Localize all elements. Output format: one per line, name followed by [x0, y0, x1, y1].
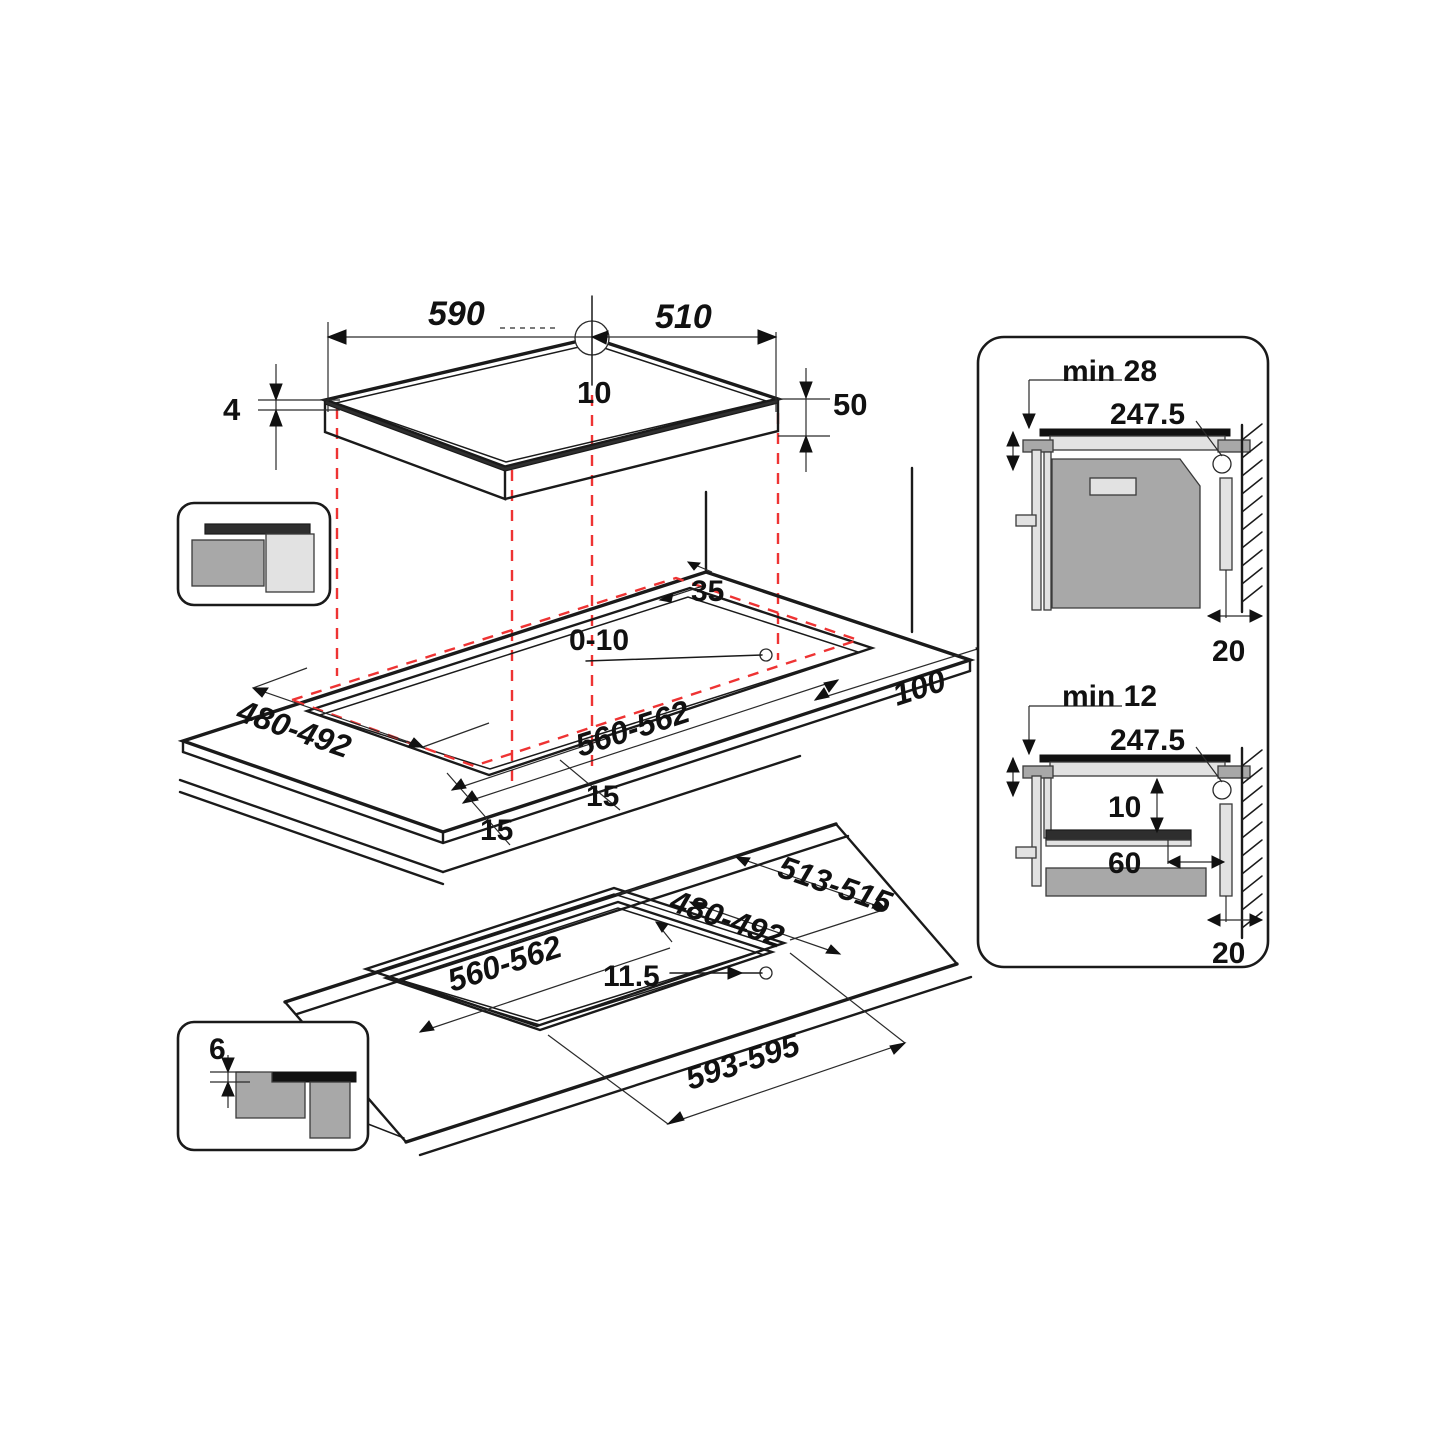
- flush-worktop-front-b: [418, 975, 973, 1157]
- flush-worktop-edge-b: [295, 834, 850, 1016]
- section-min-28: [1006, 379, 1264, 623]
- label-11-5: 11.5: [603, 960, 660, 993]
- dimension-593-595: [547, 952, 907, 1125]
- label-50: 50: [833, 387, 867, 422]
- label-15-a: 15: [586, 780, 619, 813]
- label-560-562-a: 560-562: [571, 693, 694, 764]
- dimension-50: [778, 368, 830, 472]
- min28-cabinet-left-wall: [1031, 449, 1042, 611]
- label-min-12: min 12: [1062, 680, 1157, 713]
- min28-bracket-right: [1217, 439, 1251, 453]
- min28-oven-body: [1051, 458, 1201, 609]
- min12-left-knob: [1015, 846, 1037, 859]
- label-513-515: 513-515: [774, 849, 898, 922]
- dimension-560-562: [461, 679, 840, 804]
- dimension-15-pair: [446, 737, 621, 846]
- leader-0-10: [585, 654, 763, 662]
- hob-body-front-right: [503, 397, 780, 501]
- inset-top-left-worktop: [191, 539, 265, 587]
- label-15-b: 15: [480, 814, 513, 847]
- flush-outer-cutout-b: [371, 893, 779, 1022]
- min12-dimension-60: [1166, 840, 1226, 869]
- min28-wall-hatch: [1241, 423, 1263, 603]
- worktop-apron-line-c: [441, 754, 802, 874]
- min12-shelf: [1045, 829, 1192, 841]
- min28-rear-strip: [1219, 477, 1233, 571]
- flush-worktop-side-right: [834, 822, 959, 966]
- inset-bottom-left-worktop: [235, 1071, 306, 1119]
- label-510: 510: [655, 298, 712, 336]
- inset-standard-mount-detail: [176, 501, 332, 607]
- inset-top-left-hob-glass: [204, 523, 311, 535]
- min28-oven-panel: [1089, 477, 1137, 496]
- label-247-5-b: 247.5: [1110, 724, 1185, 757]
- label-590: 590: [428, 295, 485, 333]
- min12-cabinet-left-wall: [1031, 775, 1042, 887]
- min28-reference-point: [1212, 454, 1232, 474]
- worktop-apron-line-a: [178, 778, 445, 874]
- label-480-492-a: 480-492: [232, 692, 356, 765]
- min28-left-knob: [1015, 514, 1037, 527]
- flushmount-isometric-view: [283, 822, 973, 1157]
- section-min-12: [1006, 705, 1264, 940]
- worktop-isometric-view: [177, 466, 992, 886]
- min12-thickness-arrows: [1006, 756, 1020, 798]
- min12-dimension-20: [1206, 896, 1264, 927]
- inset-top-left-cabinet: [265, 533, 315, 593]
- label-100: 100: [888, 662, 950, 713]
- label-10-b: 10: [1108, 791, 1141, 824]
- min12-drawer-body: [1045, 867, 1207, 897]
- min28-cabinet-left-wall-b: [1043, 451, 1052, 611]
- hob-isometric-view: [258, 295, 830, 501]
- min12-reference-point: [1212, 780, 1232, 800]
- dimension-480-492-flush: [688, 901, 842, 955]
- min12-bracket-right: [1217, 765, 1251, 779]
- min28-thickness-arrows: [1006, 430, 1020, 472]
- label-480-492-b: 480-492: [665, 882, 789, 955]
- inset-bottom-left-cabinet: [309, 1081, 351, 1139]
- label-35: 35: [691, 575, 724, 608]
- dimension-11-5: [669, 966, 763, 980]
- inset-flush-mount-detail: [176, 1020, 405, 1152]
- dimension-513-515: [615, 856, 888, 941]
- min12-dimension-10: [1150, 777, 1164, 834]
- min12-shelf-lower: [1045, 839, 1192, 847]
- worktop-apron-line-b: [178, 790, 445, 886]
- label-0-10: 0-10: [569, 624, 629, 657]
- dimension-560-562-flush: [418, 921, 673, 1033]
- label-4: 4: [223, 392, 241, 427]
- inset-bottom-left-hob-glass: [271, 1071, 357, 1083]
- dimension-510: [590, 329, 778, 412]
- hob-glass-edge-band: [324, 398, 779, 472]
- min12-rear-strip: [1219, 803, 1233, 897]
- dimension-4: [258, 364, 340, 470]
- flush-worktop-front-edge: [404, 962, 959, 1144]
- flush-inner-cutout-b: [391, 907, 767, 1026]
- side-clearance-panel: [976, 335, 1270, 969]
- flush-inner-cutout: [382, 900, 776, 1032]
- min12-247-leader: [1195, 746, 1223, 783]
- label-247-5-a: 247.5: [1110, 398, 1185, 431]
- worktop-cutout-outline: [303, 586, 876, 777]
- dimension-6: [210, 1055, 250, 1108]
- min12-worktop-body: [1049, 761, 1226, 777]
- min28-dimension-20: [1206, 570, 1264, 623]
- label-20-a: 20: [1212, 635, 1245, 668]
- dimension-480-492: [251, 667, 490, 748]
- label-60: 60: [1108, 847, 1141, 880]
- dimension-590: [326, 322, 592, 412]
- label-6: 6: [209, 1033, 226, 1066]
- label-min-28: min 28: [1062, 355, 1157, 388]
- hob-body-front-left: [323, 398, 507, 501]
- min28-worktop-body: [1049, 435, 1226, 451]
- label-593-595: 593-595: [681, 1026, 805, 1097]
- label-10: 10: [577, 375, 611, 410]
- hob-top-inner-edge: [333, 343, 769, 463]
- dimension-35: [658, 561, 713, 603]
- min28-247-leader: [1195, 420, 1223, 457]
- inset-bottom-left-leader: [367, 1123, 405, 1139]
- label-20-b: 20: [1212, 937, 1245, 970]
- min12-cabinet-left-wall-b: [1043, 777, 1052, 839]
